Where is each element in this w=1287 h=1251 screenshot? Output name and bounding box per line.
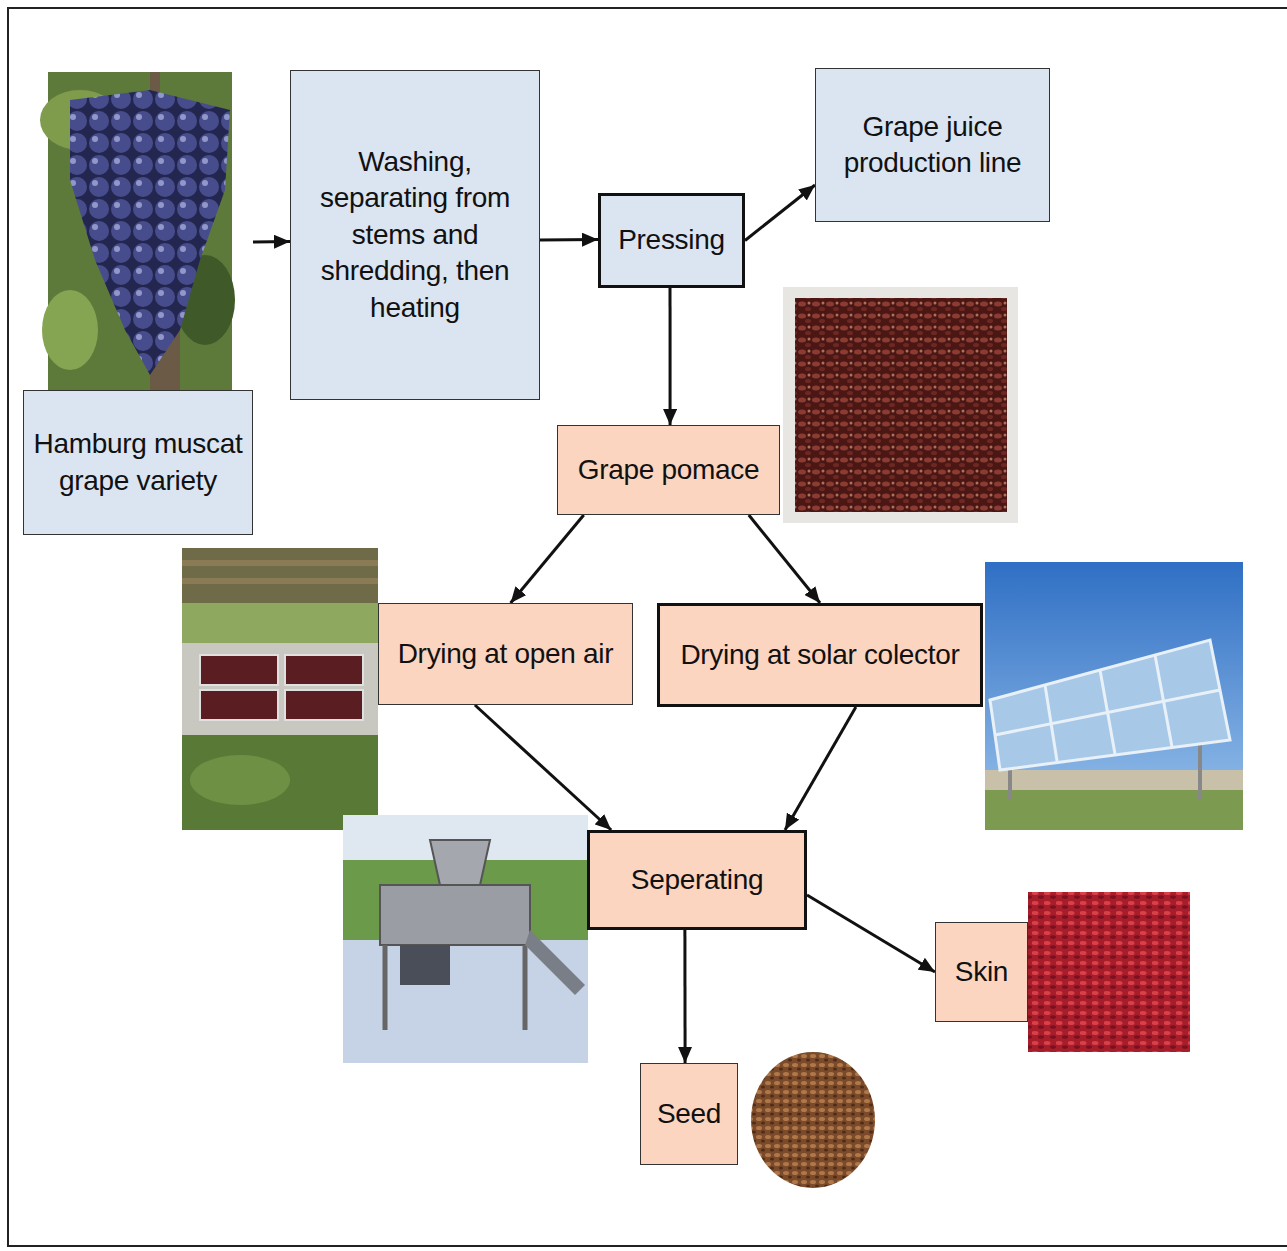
node-text: Grape juice production line: [824, 109, 1041, 182]
process-box: Washing, separating from stems and shred…: [290, 70, 540, 400]
node-text: Hamburg muscat grape variety: [32, 426, 244, 499]
label-panel: Hamburg muscat grape variety: [23, 390, 253, 535]
flow-arrow: [511, 515, 584, 603]
process-box: Seperating: [587, 830, 807, 930]
flow-arrow: [253, 240, 290, 243]
flow-arrow: [785, 707, 856, 830]
flow-arrow: [807, 895, 935, 972]
open-air-photo: [182, 548, 378, 830]
flow-arrow: [540, 238, 598, 241]
pomace-photo: [783, 287, 1018, 523]
flow-arrow: [683, 930, 686, 1063]
node-text: Drying at open air: [387, 636, 624, 672]
flow-arrow: [745, 185, 815, 240]
flow-arrow: [475, 705, 611, 830]
node-text: Skin: [944, 954, 1019, 990]
grape-photo: [40, 72, 235, 410]
skin-photo: [1028, 892, 1190, 1052]
node-text: Grape pomace: [566, 452, 771, 488]
node-text: Pressing: [609, 222, 734, 258]
product-box: Grape pomace: [557, 425, 780, 515]
seed-photo: [751, 1052, 875, 1188]
flow-arrow: [669, 288, 672, 425]
process-box: Drying at open air: [378, 603, 633, 705]
solar-collector-photo: [985, 562, 1243, 830]
node-text: Seperating: [598, 862, 796, 898]
product-box: Skin: [935, 922, 1028, 1022]
process-box: Drying at solar colector: [657, 603, 983, 707]
process-box: Pressing: [598, 193, 745, 288]
product-box: Seed: [640, 1063, 738, 1165]
flow-arrow: [749, 515, 820, 603]
node-text: Drying at solar colector: [668, 637, 972, 673]
node-text: Seed: [649, 1096, 729, 1132]
process-box: Grape juice production line: [815, 68, 1050, 222]
node-text: Washing, separating from stems and shred…: [299, 144, 531, 326]
variety-label-box: Hamburg muscat grape variety: [23, 72, 253, 535]
separator-machine-photo: [343, 815, 588, 1063]
